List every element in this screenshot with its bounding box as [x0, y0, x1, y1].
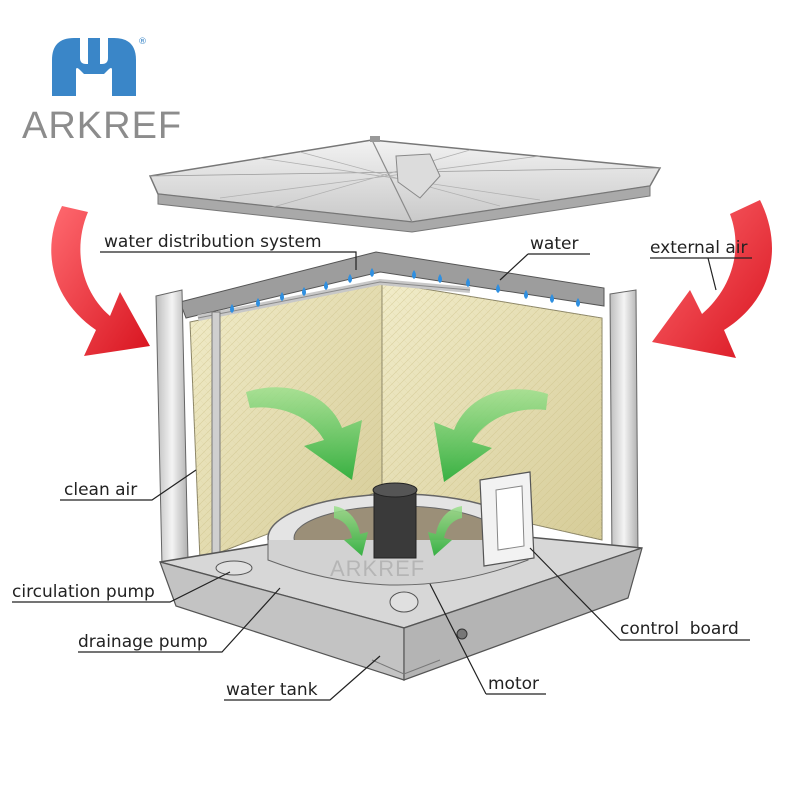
water-drop-icon: [466, 278, 470, 287]
cooler-body: [155, 251, 643, 681]
clean-air-arrow-small-left-icon: [334, 506, 368, 556]
top-lid: [148, 136, 662, 233]
clean-air-arrow-right-icon: [434, 389, 548, 482]
water-drop-icon: [438, 274, 442, 283]
motor-column: [373, 487, 417, 559]
water-drop-icon: [256, 298, 260, 307]
label-drainage-pump: drainage pump: [78, 632, 208, 652]
logo-mark-icon: [52, 38, 136, 96]
water-drop-icon: [302, 287, 306, 296]
label-circulation-pump: circulation pump: [12, 582, 155, 602]
clean-air-arrow-left-icon: [246, 387, 362, 480]
water-drop-icon: [324, 281, 328, 290]
water-drop-icon: [230, 304, 234, 313]
registered-mark: ®: [138, 37, 147, 47]
label-water-distribution-system: water distribution system: [104, 232, 322, 252]
label-control-board: control board: [620, 619, 739, 639]
external-air-arrow-right-icon: [652, 200, 772, 358]
water-drop-icon: [348, 274, 352, 283]
leader-lines: [12, 251, 752, 701]
label-motor: motor: [488, 674, 539, 694]
water-drop-icon: [576, 298, 580, 307]
water-drop-icon: [550, 294, 554, 303]
water-drops: [230, 268, 580, 313]
watermark: ARKREF: [330, 556, 425, 581]
control-board: [479, 471, 535, 567]
external-air-arrow-left-icon: [51, 206, 150, 356]
water-drop-icon: [524, 290, 528, 299]
labels: water distribution system water external…: [12, 232, 747, 700]
water-drop-icon: [496, 284, 500, 293]
water-drop-icon: [412, 270, 416, 279]
label-water-tank: water tank: [226, 680, 318, 700]
water-drop-icon: [370, 268, 374, 277]
label-external-air: external air: [650, 238, 747, 258]
water-drop-icon: [280, 292, 284, 301]
label-water: water: [530, 234, 578, 254]
arkref-logo: ® ARKREF: [22, 37, 182, 147]
clean-air-arrow-small-right-icon: [428, 506, 462, 556]
label-clean-air: clean air: [64, 480, 137, 500]
brand-name: ARKREF: [22, 105, 182, 147]
